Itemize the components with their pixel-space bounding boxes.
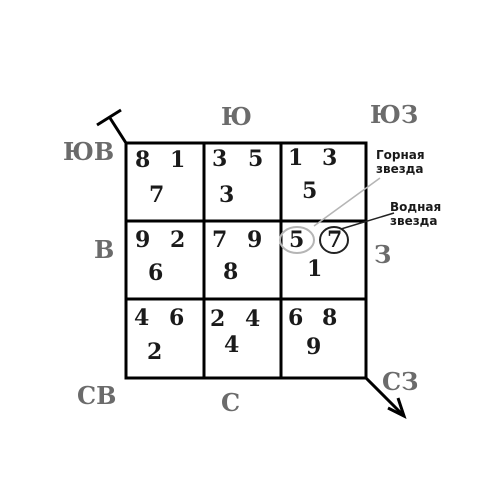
cell-r3c3-base-star: 9	[306, 334, 322, 360]
cell-r3c1-mountain-star: 4	[134, 305, 150, 331]
cell-r2c3-base-star: 1	[307, 256, 323, 282]
mountain-star-annotation-line2: звезда	[376, 162, 424, 176]
mountain-star-leader	[313, 177, 381, 227]
direction-label-west: З	[374, 240, 392, 269]
cell-r3c2-water-star: 4	[245, 306, 261, 332]
sitting-arrow-line	[364, 376, 404, 416]
arrow-head-icon	[387, 397, 407, 419]
cell-r2c2-mountain-star: 7	[212, 227, 228, 253]
cell-r1c1-mountain-star: 8	[135, 147, 151, 173]
cell-r2c2-base-star: 8	[223, 259, 239, 285]
direction-label-northeast: СВ	[77, 381, 117, 410]
cell-r3c1-water-star: 6	[169, 305, 185, 331]
direction-label-east: В	[94, 235, 115, 264]
cell-r3c1-base-star: 2	[147, 339, 163, 365]
mountain-star-circle	[279, 226, 315, 254]
direction-label-southwest: ЮЗ	[370, 100, 419, 129]
cell-r2c2-water-star: 9	[247, 227, 263, 253]
cell-r3c3-mountain-star: 6	[288, 305, 304, 331]
cell-r1c3-water-star: 3	[322, 145, 338, 171]
facing-t-bar	[96, 108, 122, 127]
cell-r2c1-water-star: 2	[170, 227, 186, 253]
water-star-leader	[340, 212, 395, 230]
cell-r2c1-base-star: 6	[148, 260, 164, 286]
cell-r1c2-base-star: 3	[219, 182, 235, 208]
cell-r1c2-water-star: 5	[248, 146, 264, 172]
grid-border	[124, 141, 368, 380]
facing-line	[108, 117, 128, 144]
water-star-circle	[319, 226, 349, 254]
cell-r3c2-base-star: 4	[224, 332, 240, 358]
cell-r2c3-water-star: 7	[327, 227, 343, 253]
mountain-star-annotation-line1: Горная	[376, 148, 425, 162]
cell-r3c2-mountain-star: 2	[210, 306, 226, 332]
direction-label-northwest: СЗ	[382, 367, 419, 396]
cell-r2c3-mountain-star: 5	[289, 227, 305, 253]
direction-label-southeast: ЮВ	[63, 137, 115, 166]
mountain-star-annotation: Горная звезда	[376, 148, 425, 176]
cell-r1c2-mountain-star: 3	[212, 146, 228, 172]
cell-r1c1-base-star: 7	[149, 182, 165, 208]
direction-label-south: Ю	[221, 102, 252, 131]
cell-r3c3-water-star: 8	[322, 305, 338, 331]
cell-r2c1-mountain-star: 9	[135, 227, 151, 253]
water-star-annotation: Водная звезда	[390, 200, 441, 228]
cell-r1c3-base-star: 5	[302, 178, 318, 204]
water-star-annotation-line1: Водная	[390, 200, 442, 214]
cell-r1c3-mountain-star: 1	[288, 145, 304, 171]
direction-label-north: С	[221, 388, 241, 417]
water-star-annotation-line2: звезда	[390, 214, 438, 228]
cell-r1c1-water-star: 1	[170, 147, 186, 173]
